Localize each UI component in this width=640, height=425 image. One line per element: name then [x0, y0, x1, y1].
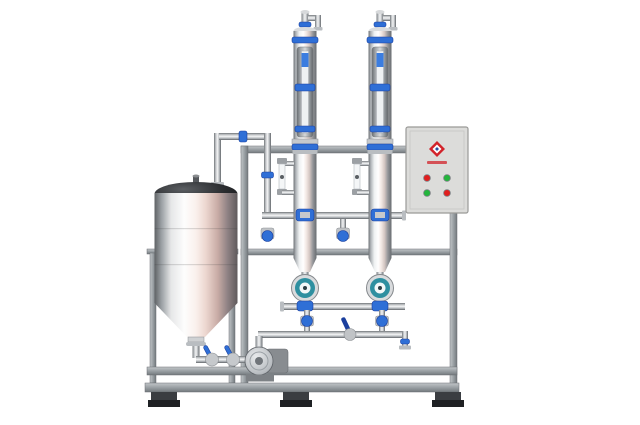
- tank-top-pipe: [214, 139, 221, 184]
- bottom-manifold-pipe: [283, 303, 405, 310]
- foot-pad: [148, 400, 180, 407]
- clamp-insert: [300, 212, 310, 218]
- panel-indicator-light-4: [443, 189, 451, 197]
- membrane-column-left: [276, 9, 323, 307]
- tank-cone: [154, 303, 238, 337]
- lever-valve-body: [343, 328, 357, 341]
- outlet-valve-knob-left: [301, 315, 313, 327]
- outlet-valve-knob-right: [376, 315, 388, 327]
- valve-disc-2: [226, 352, 240, 367]
- diaphragm-valve-knob-left: [261, 230, 274, 242]
- tank-body: [154, 193, 238, 303]
- feed-piping: [211, 130, 406, 242]
- panel-indicator-light-3: [423, 189, 431, 197]
- skid-frame: [144, 145, 460, 393]
- bottom-piping: [258, 300, 411, 350]
- cone-outlet-clamp: [186, 342, 206, 346]
- bottom-manifold-cap: [280, 301, 284, 312]
- panel-door-line: [409, 130, 465, 210]
- drain-clamp: [400, 338, 410, 345]
- dome-nipple: [193, 176, 199, 184]
- pump: [244, 336, 289, 382]
- frame-lower-rail: [146, 366, 458, 376]
- frame-feet: [148, 392, 464, 407]
- return-pipe: [258, 331, 408, 338]
- manifold-end-cap: [402, 210, 406, 221]
- pump-outlet-pipe: [255, 336, 263, 350]
- foot-pad: [280, 400, 312, 407]
- logo-diamond-center: [435, 147, 439, 151]
- foot-pad: [432, 400, 464, 407]
- upper-manifold-pipe: [262, 212, 404, 219]
- clamp-insert: [375, 212, 385, 218]
- foot-block: [435, 392, 461, 400]
- foot-left: [148, 392, 180, 407]
- clamp-bottom-right: [371, 300, 389, 312]
- control-panel: [405, 126, 469, 214]
- pump-hub: [255, 357, 263, 365]
- brand-text-line: [427, 161, 447, 164]
- frame-base-rail: [144, 382, 460, 393]
- manifold-clamps: [295, 208, 390, 222]
- sample-stub: [340, 219, 346, 229]
- diaphragm-valve-knob-center: [337, 230, 349, 242]
- foot-block: [151, 392, 177, 400]
- dome-nipple-cap: [192, 174, 200, 178]
- weld-seam: [154, 228, 238, 230]
- clamp-top-feed: [238, 130, 248, 143]
- weld-seam: [154, 264, 238, 266]
- brand-logo-icon: [429, 141, 445, 157]
- pipe-elbow-left: [214, 133, 221, 141]
- pipe-elbow-right: [264, 133, 271, 141]
- tank-outlet-line: [196, 345, 248, 367]
- foot-block: [283, 392, 309, 400]
- panel-box: [405, 126, 469, 214]
- panel-indicator-light-2: [443, 174, 451, 182]
- tank-drop-pipe: [192, 346, 200, 358]
- clamp-feed-drop: [261, 171, 274, 179]
- tank-assembly: [154, 174, 238, 358]
- pump-volute-ring: [249, 351, 269, 371]
- tank-outlet-pipe: [196, 356, 248, 363]
- drain-end-cap: [399, 345, 411, 350]
- clamp-bottom-left: [296, 300, 314, 312]
- valve-disc-1: [205, 352, 219, 367]
- membrane-column-right: [351, 9, 398, 307]
- foot-right: [432, 392, 464, 407]
- cone-outlet-ferrule: [187, 336, 205, 343]
- drain-elbow: [402, 331, 408, 338]
- pump-base: [246, 374, 274, 382]
- frame-mid-rail: [240, 248, 458, 256]
- foot-center: [280, 392, 312, 407]
- panel-indicator-light-1: [423, 174, 431, 182]
